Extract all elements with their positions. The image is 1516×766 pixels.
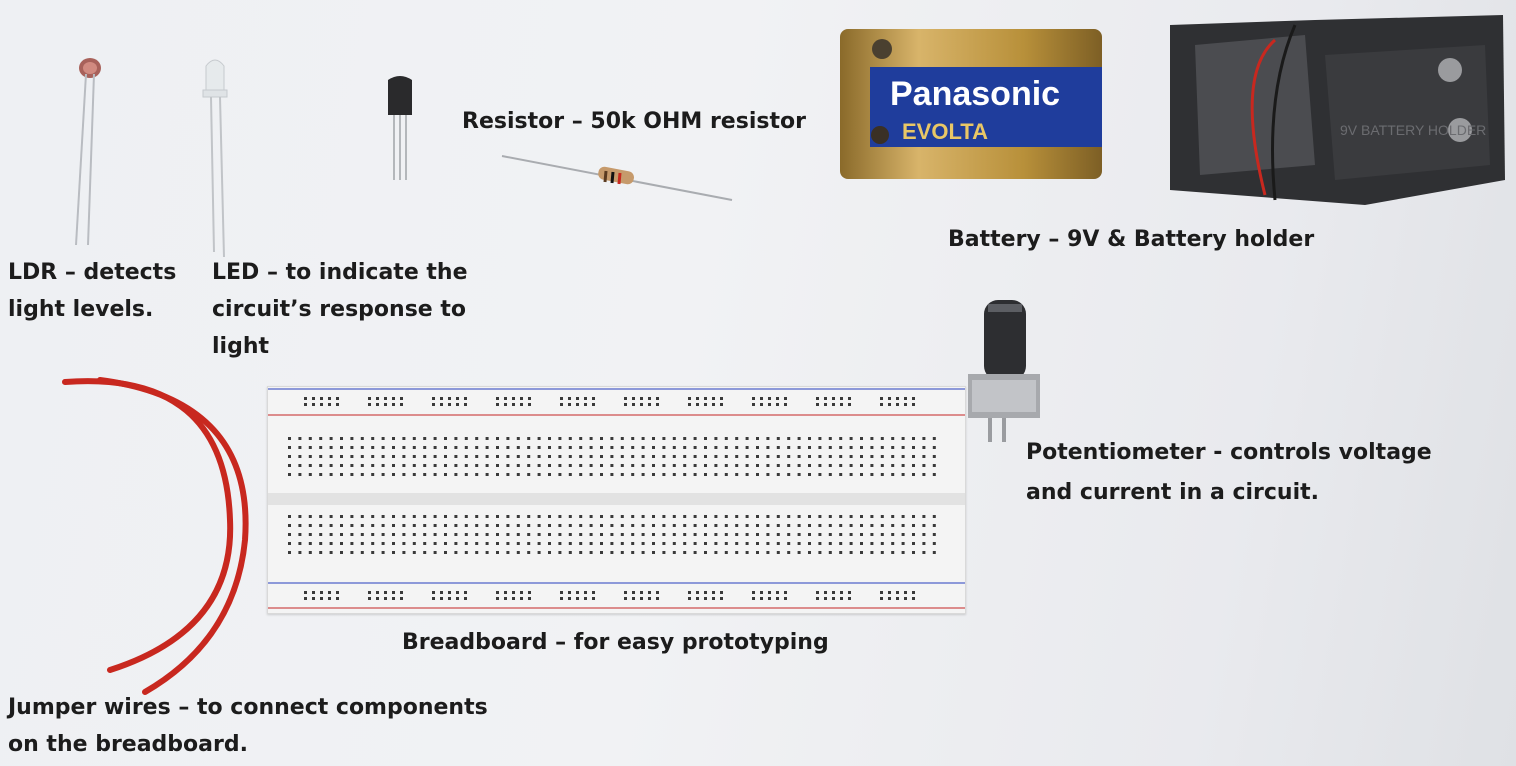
battery-9v: Panasonic EVOLTA xyxy=(840,29,1102,179)
breadboard-label: Breadboard – for easy prototyping xyxy=(402,630,829,655)
battery-holder: 9V BATTERY HOLDER xyxy=(1170,15,1505,205)
svg-text:Panasonic: Panasonic xyxy=(890,75,1060,113)
breadboard xyxy=(267,386,966,614)
svg-text:EVOLTA: EVOLTA xyxy=(902,119,988,144)
breadboard-holes xyxy=(268,388,965,609)
resistor-component xyxy=(501,155,733,201)
led-component xyxy=(202,59,228,258)
jumper-label: Jumper wires – to connect components on … xyxy=(8,695,488,757)
battery-label: Battery – 9V & Battery holder xyxy=(948,227,1315,252)
potentiometer-label: Potentiometer - controls voltage and cur… xyxy=(1026,440,1432,505)
ldr-label: LDR – detects light levels. xyxy=(8,260,177,322)
led-label: LED – to indicate the circuit’s response… xyxy=(212,260,468,359)
jumper-wires xyxy=(62,377,249,695)
ldr-component xyxy=(75,58,101,246)
resistor-label: Resistor – 50k OHM resistor xyxy=(462,109,806,134)
svg-text:9V BATTERY HOLDER: 9V BATTERY HOLDER xyxy=(1340,122,1486,138)
potentiometer-component xyxy=(968,300,1040,442)
transistor-component xyxy=(388,76,412,180)
